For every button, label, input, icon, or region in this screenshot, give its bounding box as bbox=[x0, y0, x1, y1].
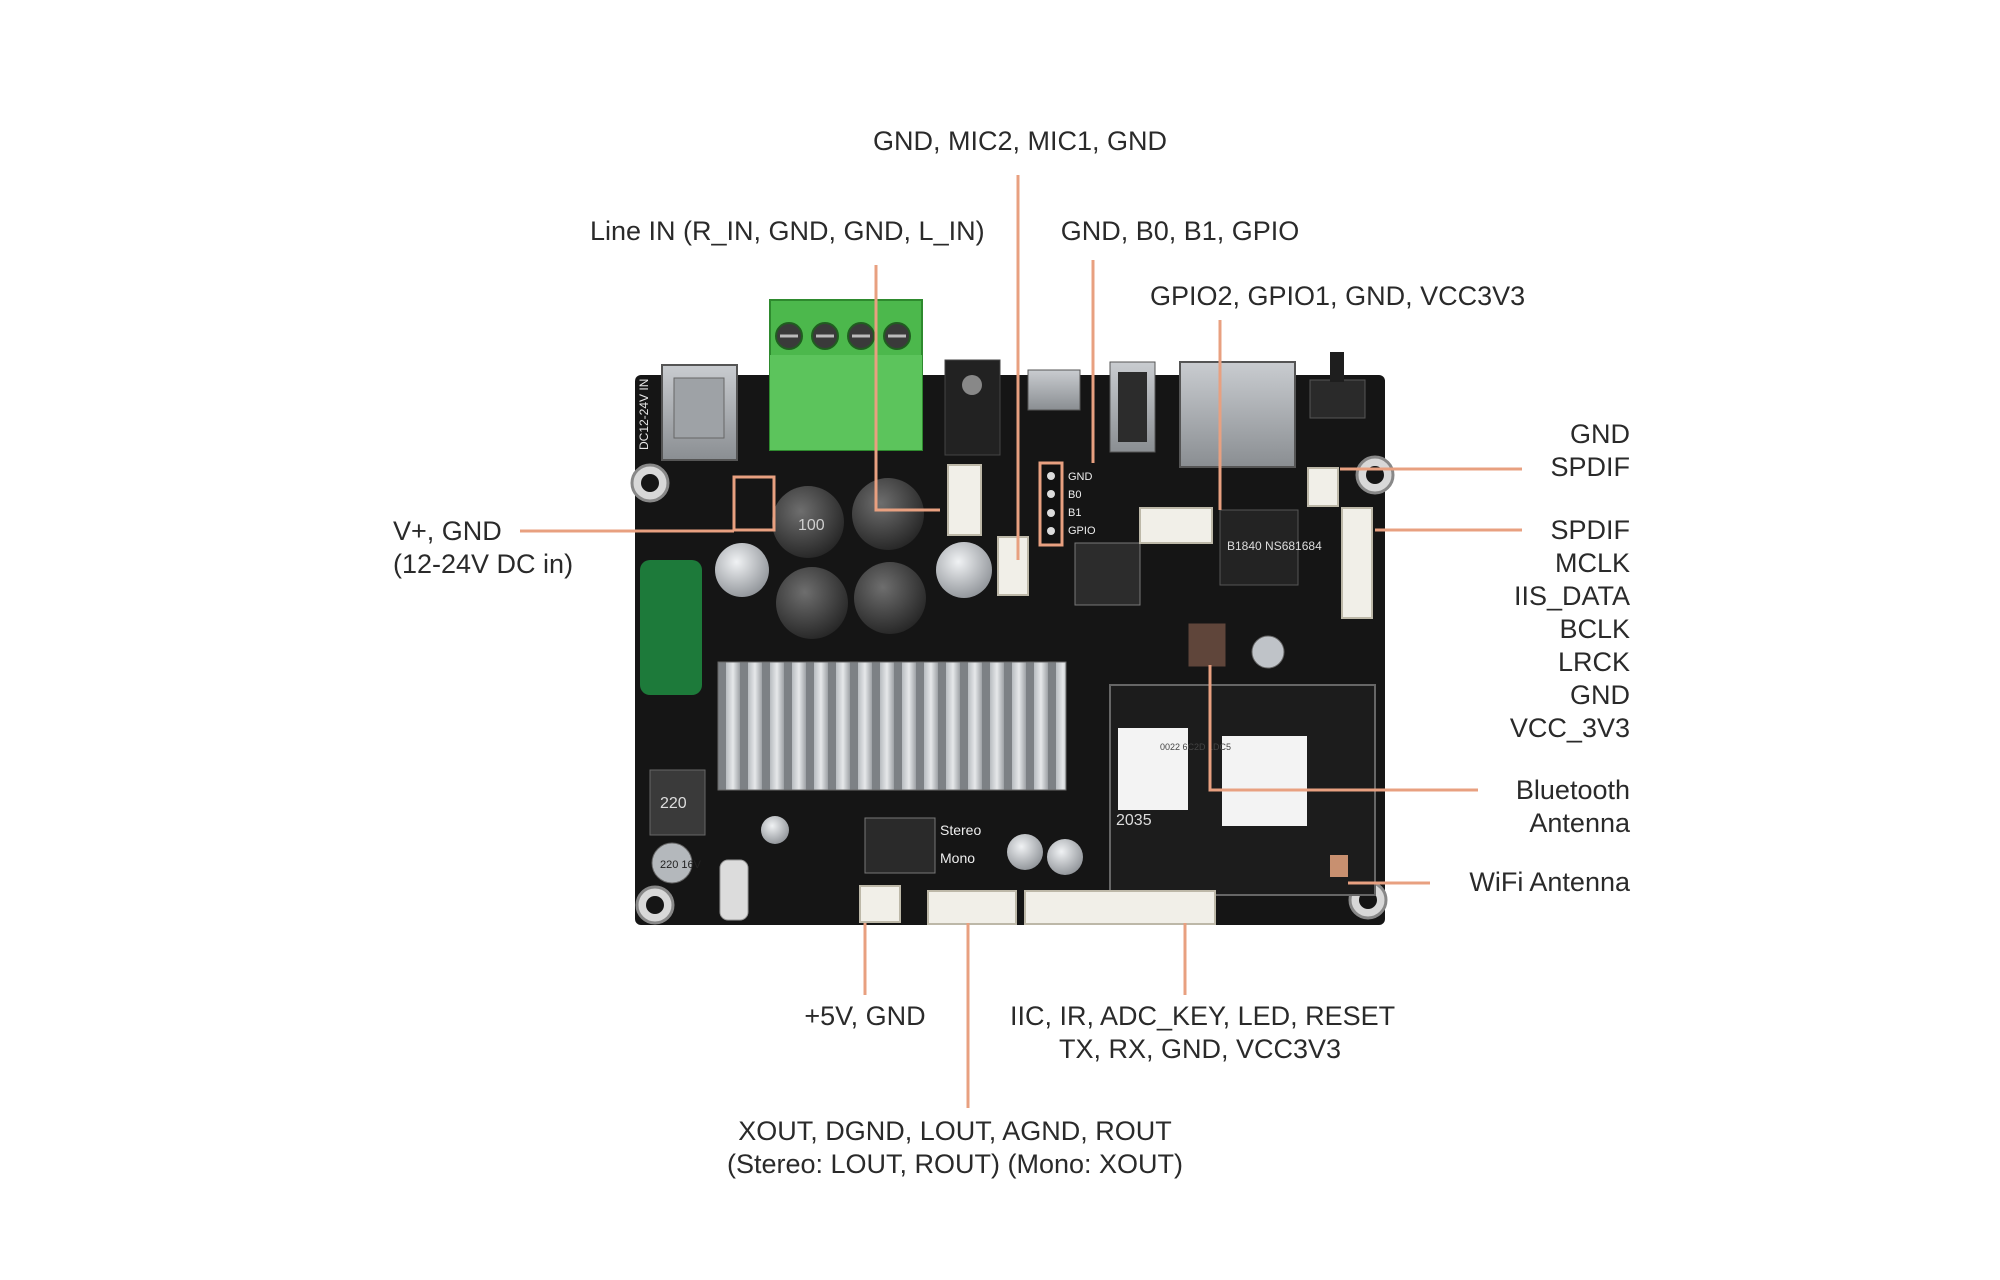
callout-line: XOUT, DGND, LOUT, AGND, ROUT bbox=[738, 1116, 1172, 1146]
callout-line: Antenna bbox=[1529, 808, 1630, 838]
callout-line: LRCK bbox=[1557, 647, 1630, 677]
mono-silk: Mono bbox=[940, 850, 975, 866]
callout-line: WiFi Antenna bbox=[1469, 867, 1630, 897]
b-pin-label: GPIO bbox=[1068, 525, 1096, 537]
audio-jack bbox=[944, 359, 1001, 456]
network-chip bbox=[1219, 509, 1299, 586]
b-pin-label: B0 bbox=[1068, 489, 1081, 501]
callout-line: GND, MIC2, MIC1, GND bbox=[872, 126, 1168, 156]
callout-dac-output: XOUT, DGND, LOUT, AGND, ROUT(Stereo: LOU… bbox=[720, 1115, 1190, 1181]
callout-line: GPIO2, GPIO1, GND, VCC3V3 bbox=[1150, 281, 1526, 311]
ethernet-port bbox=[1179, 361, 1296, 468]
callout-line: Line IN (R_IN, GND, GND, L_IN) bbox=[590, 216, 985, 246]
main-chip bbox=[1074, 542, 1141, 606]
heatsink bbox=[717, 661, 1067, 791]
wifi-antenna-pad bbox=[1330, 855, 1348, 877]
callout-line: (Stereo: LOUT, ROUT) (Mono: XOUT) bbox=[726, 1149, 1184, 1179]
small-inductor bbox=[649, 769, 706, 836]
callout-line: GND, B0, B1, GPIO bbox=[1060, 216, 1300, 246]
callout-5v: +5V, GND bbox=[780, 1000, 950, 1033]
callout-line: BCLK bbox=[1559, 614, 1630, 644]
leader-lines bbox=[520, 175, 1522, 1108]
callout-line: GND bbox=[1570, 419, 1630, 449]
b-pin-label: GND bbox=[1068, 471, 1093, 483]
module-code: 0022 6C2D 1DC5 bbox=[1160, 742, 1231, 752]
callout-line: IIS_DATA bbox=[1513, 581, 1630, 611]
stereo-mono-switch bbox=[864, 817, 936, 874]
small-inductor-label: 220 bbox=[660, 795, 687, 812]
capacitors bbox=[715, 542, 1083, 875]
dc-in-silk: DC12-24V IN bbox=[637, 379, 651, 450]
inductor-label: 100 bbox=[798, 517, 825, 534]
stereo-silk: Stereo bbox=[940, 822, 981, 838]
gpio-header bbox=[1188, 623, 1226, 667]
callout-line: (12-24V DC in) bbox=[393, 549, 574, 579]
callout-line: TX, RX, GND, VCC3V3 bbox=[1058, 1034, 1342, 1064]
callout-line: IIC, IR, ADC_KEY, LED, RESET bbox=[1010, 1001, 1396, 1031]
callout-line: SPDIF bbox=[1550, 452, 1630, 482]
blue-capacitor bbox=[1251, 635, 1285, 669]
callout-line: SPDIF bbox=[1550, 515, 1630, 545]
inductors: 100 bbox=[772, 478, 926, 639]
bulk-capacitor bbox=[640, 560, 702, 695]
small-cap-label: 220 16V bbox=[660, 859, 702, 871]
callout-line-in: Line IN (R_IN, GND, GND, L_IN) bbox=[590, 215, 985, 248]
callout-wifi: WiFi Antenna bbox=[1440, 866, 1630, 899]
b-pin-header bbox=[1038, 461, 1064, 547]
callout-gpio: GPIO2, GPIO1, GND, VCC3V3 bbox=[1150, 280, 1526, 313]
callout-mic: GND, MIC2, MIC1, GND bbox=[860, 125, 1180, 158]
white-connectors bbox=[859, 464, 1373, 925]
small-capacitor bbox=[651, 842, 693, 884]
push-button bbox=[1309, 379, 1366, 419]
chip-label: B1840 NS681684 bbox=[1227, 539, 1322, 553]
callout-power: V+, GND(12-24V DC in) bbox=[393, 515, 623, 581]
callout-line: MCLK bbox=[1554, 548, 1630, 578]
callout-b-pins: GND, B0, B1, GPIO bbox=[1060, 215, 1300, 248]
callout-line: V+, GND bbox=[393, 516, 502, 546]
micro-usb bbox=[1027, 369, 1081, 411]
terminal-block bbox=[769, 299, 923, 451]
b-pin-label: B1 bbox=[1068, 507, 1081, 519]
callout-line: VCC_3V3 bbox=[1509, 713, 1630, 743]
bt-code: 2035 bbox=[1116, 812, 1152, 829]
callout-line: +5V, GND bbox=[804, 1001, 926, 1031]
callout-line: GND bbox=[1570, 680, 1630, 710]
power-header bbox=[732, 475, 776, 532]
led bbox=[719, 859, 749, 921]
callout-line: Bluetooth bbox=[1515, 775, 1630, 805]
